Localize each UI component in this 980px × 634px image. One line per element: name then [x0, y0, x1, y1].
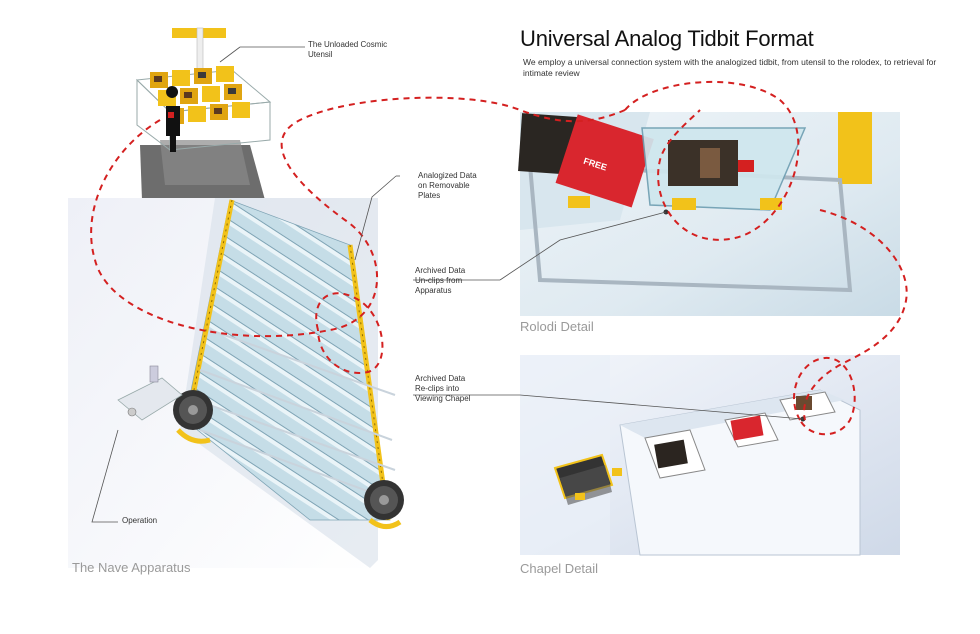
- rolodi-detail-illustration: FREE: [518, 112, 900, 316]
- page-title: Universal Analog Tidbit Format: [520, 26, 814, 51]
- callout-leaders: [91, 46, 804, 523]
- callout-unclips: Archived Data Un-clips from Apparatus: [415, 266, 466, 295]
- caption-rolodi-detail: Rolodi Detail: [520, 319, 594, 334]
- callout-operation: Operation: [122, 516, 158, 525]
- callout-analogized-data: Analogized Data on Removable Plates: [418, 171, 477, 200]
- callout-reclips: Archived Data Re-clips into Viewing Chap…: [415, 374, 471, 403]
- caption-chapel-detail: Chapel Detail: [520, 561, 599, 576]
- caption-nave-apparatus: The Nave Apparatus: [72, 560, 191, 575]
- data-flow-path: [90, 80, 908, 436]
- page-subtitle: We employ a universal connection system …: [523, 57, 937, 78]
- callout-cosmic-utensil: The Unloaded Cosmic Utensil: [308, 40, 388, 59]
- nave-apparatus-illustration: [68, 198, 404, 568]
- chapel-detail-illustration: [520, 355, 900, 556]
- cosmic-utensil-illustration: [135, 27, 272, 200]
